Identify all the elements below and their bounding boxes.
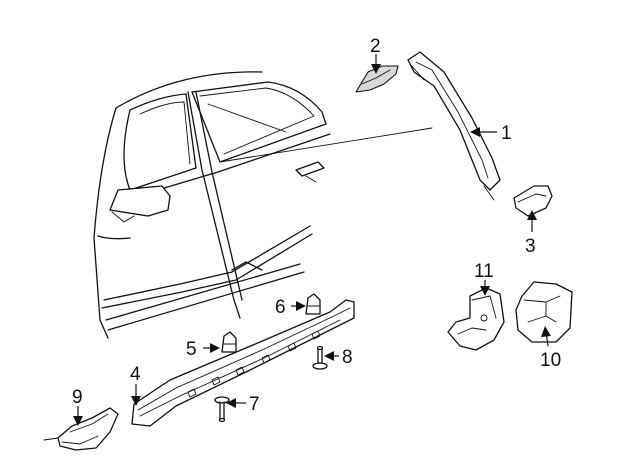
callout-7: 7 xyxy=(249,394,260,415)
part-8-screw xyxy=(312,345,328,370)
callout-5: 5 xyxy=(186,339,197,360)
callout-1: 1 xyxy=(501,123,512,144)
callout-10: 10 xyxy=(540,350,561,371)
part-6-clip xyxy=(305,293,321,315)
part-9-end-bracket xyxy=(43,407,119,451)
callout-6: 6 xyxy=(275,297,286,318)
part-10-corner-bracket xyxy=(515,281,573,343)
part-1-pillar-garnish xyxy=(407,51,501,201)
callout-11: 11 xyxy=(474,261,494,282)
part-2-clip-bracket xyxy=(355,65,399,93)
callout-labels: 1 2 3 4 5 6 7 8 9 10 11 xyxy=(72,36,561,415)
part-3-end-cap xyxy=(513,185,553,217)
callout-9: 9 xyxy=(72,387,83,408)
part-7-screw xyxy=(214,396,230,423)
callout-2: 2 xyxy=(370,36,381,57)
callout-8: 8 xyxy=(342,347,353,368)
part-5-clip xyxy=(221,331,237,353)
vehicle-body-outline xyxy=(93,71,433,339)
callout-4: 4 xyxy=(130,364,141,385)
part-4-rocker-molding xyxy=(131,299,355,427)
callout-3: 3 xyxy=(525,236,536,257)
leader-lines xyxy=(73,54,551,426)
part-11-mount-bracket xyxy=(447,287,505,351)
